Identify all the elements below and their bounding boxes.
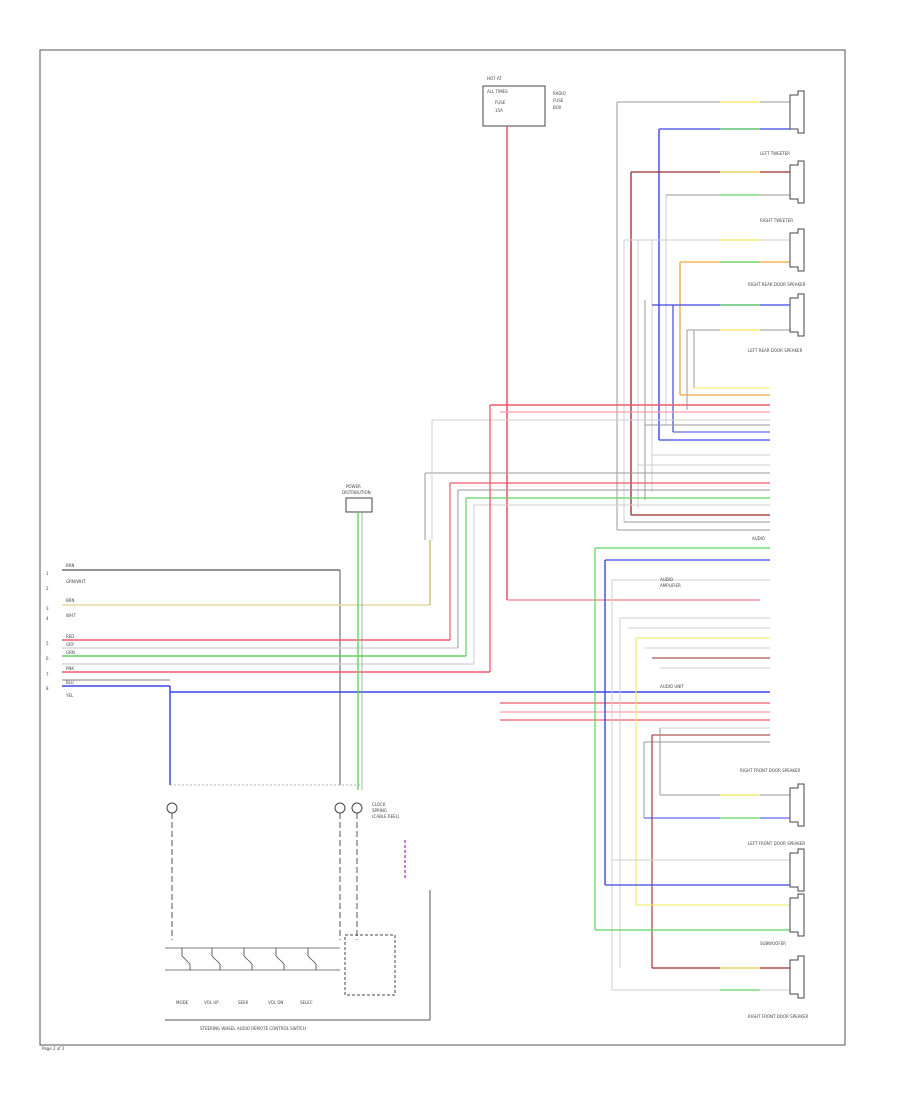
speaker-wire-group-top — [616, 101, 790, 530]
left-connector-pins: 1 2 3 4 5 6 7 8 — [46, 571, 49, 691]
speaker-label-2: RIGHT TWEETER — [760, 218, 793, 223]
svg-text:BRN: BRN — [66, 598, 75, 603]
svg-text:RED: RED — [66, 634, 74, 639]
clock-label-3: (CABLE REEL) — [372, 814, 400, 819]
svg-text:4: 4 — [46, 616, 49, 621]
remote-switch-assembly — [165, 890, 431, 1021]
audio-unit-connector-b — [170, 547, 770, 743]
ground-label-1: POWER — [346, 484, 361, 489]
speaker-wire-group-bottom — [594, 548, 790, 991]
svg-text:RADIO: RADIO — [553, 91, 566, 96]
svg-text:GRN: GRN — [66, 650, 75, 655]
speaker-label-6: LEFT FRONT DOOR SPEAKER — [748, 841, 805, 846]
svg-text:2: 2 — [46, 586, 49, 591]
svg-text:FUSE: FUSE — [495, 100, 506, 105]
clock-spring — [166, 802, 406, 940]
left-harness — [62, 405, 491, 785]
speaker-label-5: RIGHT FRONT DOOR SPEAKER — [740, 768, 801, 773]
power-distribution — [345, 497, 373, 790]
diagram-frame — [39, 49, 846, 1046]
switch-label: STEERING WHEEL AUDIO REMOTE CONTROL SWIT… — [200, 1026, 306, 1031]
ground-label-2: DISTRIBUTION — [342, 490, 371, 495]
speaker-label-8: RIGHT FRONT DOOR SPEAKER — [748, 1014, 809, 1019]
switch-button-seek: SEEK — [238, 1000, 249, 1005]
svg-text:7: 7 — [46, 672, 49, 677]
svg-text:YEL: YEL — [65, 693, 74, 698]
speaker-symbols-top — [789, 90, 805, 337]
svg-text:BRN: BRN — [66, 563, 75, 568]
svg-text:PNK: PNK — [66, 666, 74, 671]
svg-text:BLU: BLU — [66, 680, 74, 685]
speaker-label-1: LEFT TWEETER — [760, 151, 790, 156]
svg-text:6: 6 — [46, 656, 49, 661]
switch-button-mode: MODE — [176, 1000, 189, 1005]
svg-text:ALL TIMES: ALL TIMES — [487, 89, 508, 94]
svg-text:GRN/WHT: GRN/WHT — [66, 579, 86, 584]
svg-text:3: 3 — [46, 606, 49, 611]
clock-label-1: CLOCK — [372, 802, 386, 807]
switch-button-vol-up: VOL UP — [204, 1000, 219, 1005]
svg-text:1: 1 — [46, 571, 49, 576]
svg-text:15A: 15A — [495, 108, 503, 113]
svg-text:WHT: WHT — [66, 613, 76, 618]
svg-text:GRY: GRY — [66, 642, 75, 647]
speaker-label-4: LEFT REAR DOOR SPEAKER — [748, 348, 803, 353]
amp-label-1: AUDIO — [660, 577, 673, 582]
amp-label-2: AMPLIFIER — [660, 583, 681, 588]
unit-label-top: AUDIO — [752, 536, 765, 541]
fuse-title: HOT AT — [487, 76, 502, 81]
speaker-symbols-bottom — [789, 783, 805, 999]
switch-button-selec: SELEC — [300, 1000, 313, 1005]
speaker-label-7: SUBWOOFER — [760, 941, 786, 946]
left-wire-labels: BRN GRN/WHT BRN WHT RED GRY GRN PNK BLU … — [65, 563, 86, 698]
svg-text:8: 8 — [46, 686, 49, 691]
speaker-label-3: RIGHT REAR DOOR SPEAKER — [748, 282, 806, 287]
page-footer: Page 2 of 2 — [42, 1046, 65, 1051]
audio-unit-connector-a — [425, 387, 770, 531]
svg-text:BOX: BOX — [553, 105, 562, 110]
switch-button-vol-dn: VOL DN — [268, 1000, 283, 1005]
svg-text:FUSE: FUSE — [553, 98, 564, 103]
unit-label-mid: AUDIO UNIT — [660, 684, 684, 689]
svg-text:5: 5 — [46, 641, 49, 646]
clock-label-2: SPRING — [372, 808, 387, 813]
top-fuse-box: HOT AT ALL TIMES FUSE 15A RADIO FUSE BOX — [482, 76, 566, 127]
